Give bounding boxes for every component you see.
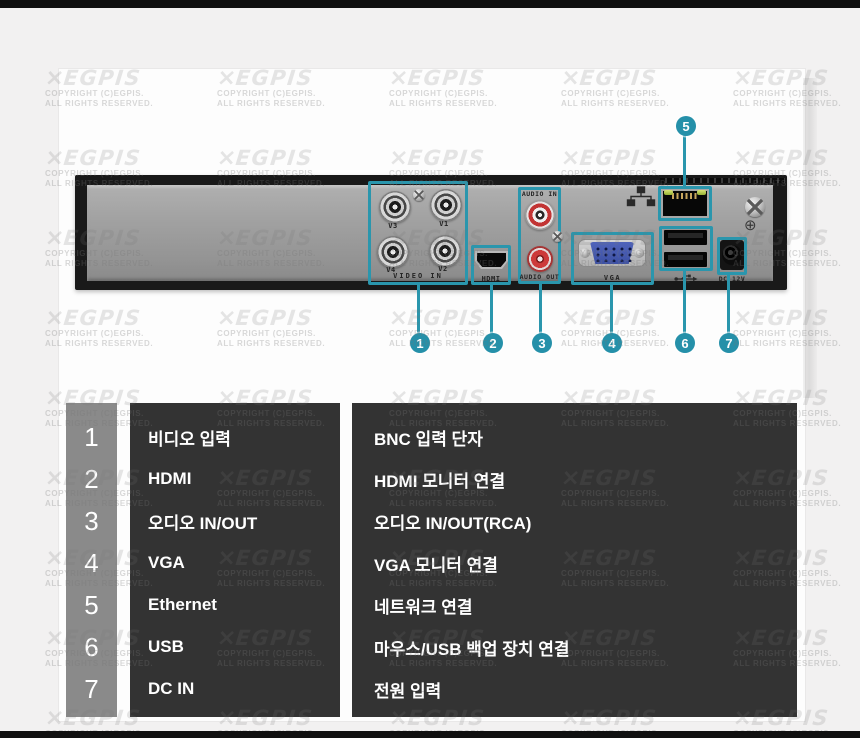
callout-badge-1: 1 xyxy=(410,333,430,353)
table-row-description: HDMI 모니터 연결 xyxy=(374,471,506,491)
vga-highlight-box xyxy=(571,232,654,285)
vga-screw-nut-right xyxy=(634,248,644,258)
bnc-connector-v3 xyxy=(379,191,411,223)
dvr-rear-panel: V3 V1 V4 V2 VIDEO IN HDMI AUDIO IN AUDIO… xyxy=(75,175,787,290)
network-icon xyxy=(626,186,656,207)
screw xyxy=(745,197,765,217)
label-video-in: VIDEO IN xyxy=(393,272,443,280)
ethernet-led-right xyxy=(697,190,706,195)
table-row-description: 마우스/USB 백업 장치 연결 xyxy=(374,639,570,659)
table-number-column: 1 2 3 4 5 6 7 xyxy=(66,403,117,717)
vent-slits xyxy=(660,178,785,183)
table-row-label: Ethernet xyxy=(148,595,217,614)
table-row-description: 오디오 IN/OUT(RCA) xyxy=(374,513,532,533)
callout-line-1 xyxy=(417,285,420,334)
table-row-description: 네트워크 연결 xyxy=(374,597,473,617)
table-row-description: VGA 모니터 연결 xyxy=(374,555,498,575)
usb-port-top xyxy=(663,229,708,246)
callout-badge-6: 6 xyxy=(675,333,695,353)
callout-badge-5: 5 xyxy=(676,116,696,136)
callout-badge-3: 3 xyxy=(532,333,552,353)
rca-audio-out xyxy=(527,246,553,272)
callout-line-7 xyxy=(727,275,730,334)
screw xyxy=(552,231,563,242)
callout-line-4 xyxy=(610,285,613,334)
vga-pin-holes xyxy=(593,245,632,262)
table-row-label: VGA xyxy=(148,553,185,572)
label-v4: V4 xyxy=(386,266,396,274)
label-audio-in: AUDIO IN xyxy=(521,190,558,198)
table-row-description: 전원 입력 xyxy=(374,681,442,701)
label-vga: VGA xyxy=(603,274,622,282)
table-row-number: 7 xyxy=(84,673,99,704)
bnc-connector-v4 xyxy=(377,236,409,268)
label-audio-out: AUDIO OUT xyxy=(519,273,560,281)
vga-screw-nut-left xyxy=(580,248,590,258)
bnc-connector-v2 xyxy=(429,235,461,267)
callout-line-6 xyxy=(683,271,686,334)
ethernet-led-left xyxy=(664,190,673,195)
hdmi-port xyxy=(475,251,508,269)
ethernet-pins xyxy=(672,193,698,199)
callout-line-3 xyxy=(539,284,542,334)
dc-highlight-box xyxy=(717,237,747,275)
usb-icon xyxy=(674,274,698,283)
table-description-column: BNC 입력 단자 HDMI 모니터 연결 오디오 IN/OUT(RCA) VG… xyxy=(352,403,797,717)
top-black-bar xyxy=(0,0,860,8)
label-v3: V3 xyxy=(388,222,398,230)
table-row-number: 1 xyxy=(84,421,99,452)
table-row-number: 2 xyxy=(84,463,99,494)
callout-badge-7: 7 xyxy=(719,333,739,353)
table-row-number: 4 xyxy=(84,547,99,578)
table-row-label: DC IN xyxy=(148,679,195,698)
table-row-label: HDMI xyxy=(148,469,192,488)
label-dc-12v: DC 12V xyxy=(718,275,746,283)
table-row-description: BNC 입력 단자 xyxy=(374,429,483,449)
table-row-label: 오디오 IN/OUT xyxy=(148,513,258,533)
table-label-column: 비디오 입력 HDMI 오디오 IN/OUT VGA Ethernet USB … xyxy=(130,403,340,717)
video-in-highlight-box xyxy=(368,181,468,285)
dc-jack-barrel xyxy=(722,245,742,265)
label-hdmi: HDMI xyxy=(481,275,501,283)
table-row-label: USB xyxy=(148,637,184,656)
callout-line-5 xyxy=(683,135,686,186)
table-row-number: 5 xyxy=(84,589,99,620)
label-v1: V1 xyxy=(439,220,449,228)
table-row-number: 6 xyxy=(84,631,99,662)
rca-audio-in xyxy=(525,200,555,230)
bottom-black-bar xyxy=(0,731,860,738)
bnc-connector-v1 xyxy=(430,189,462,221)
callout-badge-2: 2 xyxy=(483,333,503,353)
screw xyxy=(413,189,425,201)
label-v2: V2 xyxy=(438,265,448,273)
ethernet-highlight-box xyxy=(658,186,712,221)
table-row-label: 비디오 입력 xyxy=(148,429,231,449)
hdmi-highlight-box xyxy=(471,245,511,285)
table-row-number: 3 xyxy=(84,505,99,536)
photo-edge-shadow xyxy=(803,78,817,398)
callout-badge-4: 4 xyxy=(602,333,622,353)
callout-line-2 xyxy=(490,285,493,334)
usb-port-bottom xyxy=(663,251,708,268)
ground-icon: ⊕ xyxy=(744,217,757,234)
usb-highlight-box xyxy=(659,226,713,271)
